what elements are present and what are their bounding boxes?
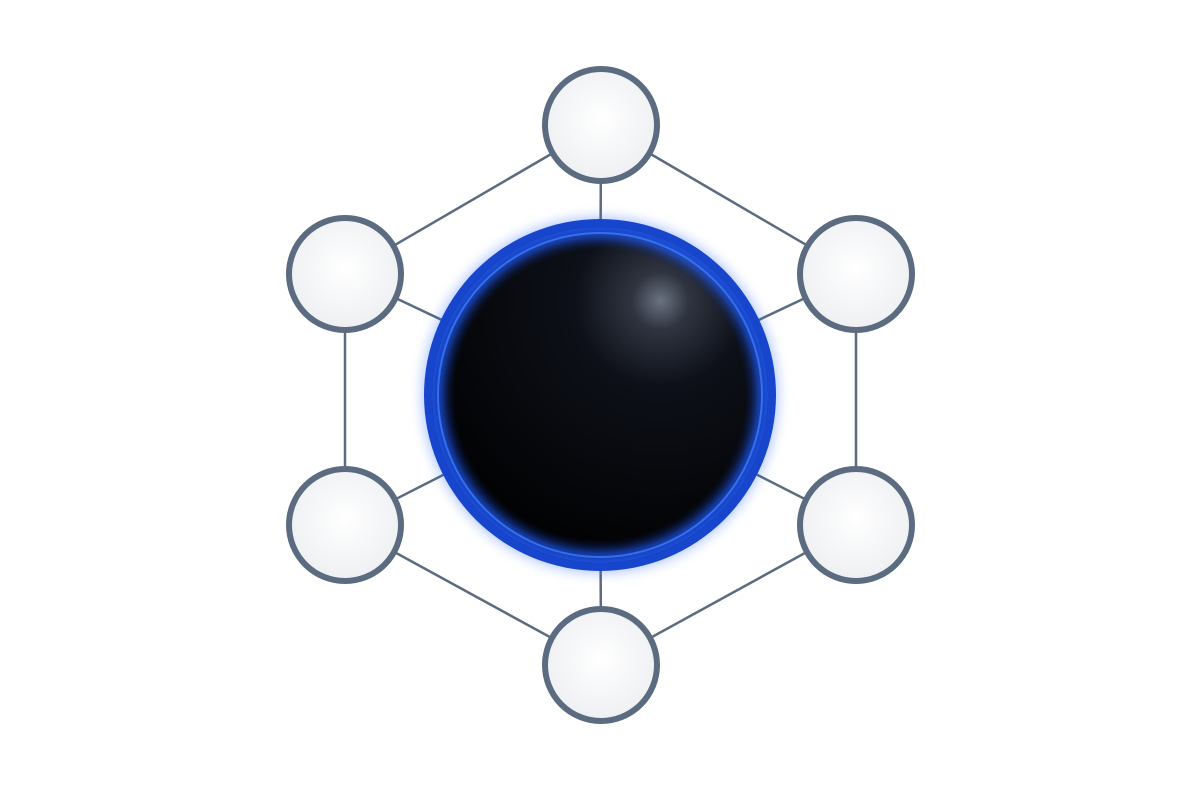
satellite-nodes [286, 66, 915, 724]
satellite-circle [286, 466, 404, 584]
satellite-circle [797, 215, 915, 333]
hub-inner-ring [437, 232, 763, 558]
hub-rim-light [432, 227, 768, 563]
satellite-node-top [542, 66, 660, 184]
satellite-node-bottom [542, 606, 660, 724]
satellite-circle [542, 66, 660, 184]
hub-node [422, 217, 778, 573]
satellite-node-lower-right [797, 466, 915, 584]
satellite-node-upper-left [286, 215, 404, 333]
satellite-circle [797, 466, 915, 584]
satellite-node-upper-right [797, 215, 915, 333]
satellite-node-lower-left [286, 466, 404, 584]
satellite-circle [286, 215, 404, 333]
satellite-circle [542, 606, 660, 724]
